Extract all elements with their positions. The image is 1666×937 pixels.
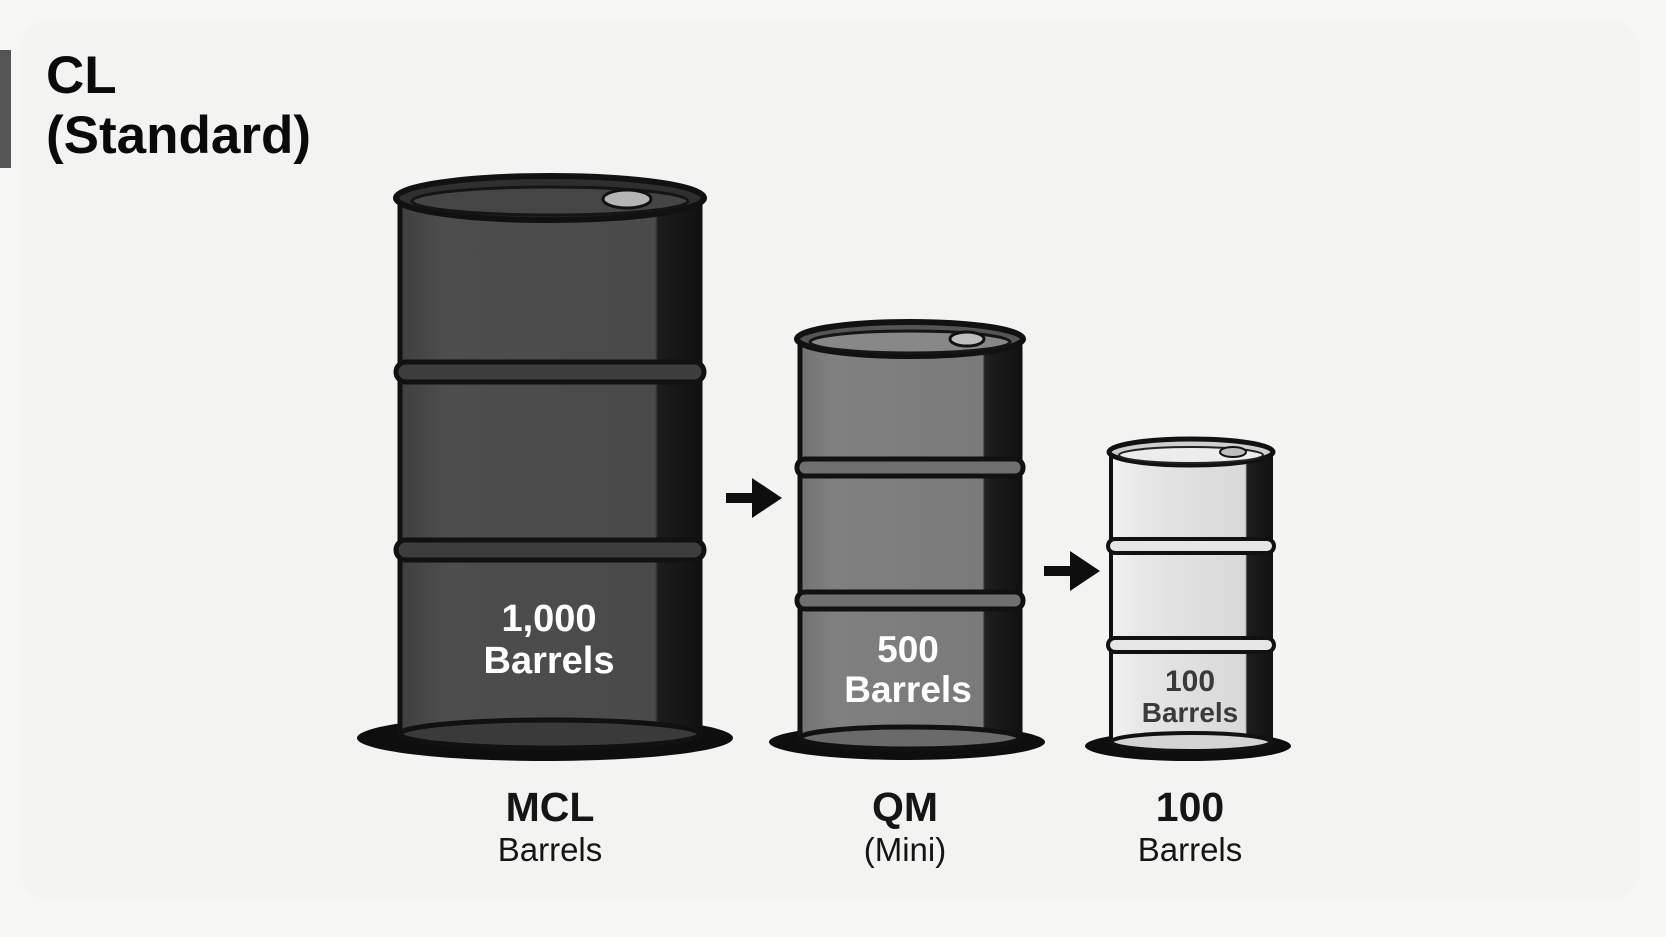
caption-small: 100 Barrels: [1060, 784, 1320, 870]
title-line-2: (Standard): [46, 106, 311, 165]
caption-medium-sub: (Mini): [863, 831, 947, 868]
barrel-small: 100 Barrels: [1085, 436, 1291, 761]
caption-medium: QM (Mini): [775, 784, 1035, 870]
barrel-large: 1,000 Barrels: [357, 173, 733, 761]
barrel-medium-bottom-rim: [797, 724, 1023, 752]
barrel-medium: 500 Barrels: [769, 319, 1045, 760]
page-title: CL (Standard): [46, 46, 311, 166]
caption-small-sub: Barrels: [1137, 831, 1243, 868]
barrel-medium-bung-icon: [948, 330, 986, 348]
barrel-large-bottom-rim: [397, 717, 703, 751]
barrel-large-qty: 1,000: [501, 598, 596, 640]
barrel-small-unit: Barrels: [1142, 697, 1239, 728]
barrel-small-hoop-1: [1106, 537, 1276, 555]
barrel-large-unit: Barrels: [484, 640, 615, 682]
caption-medium-main: QM: [871, 784, 939, 830]
barrel-small-qty: 100: [1165, 665, 1215, 698]
caption-large-sub: Barrels: [497, 831, 603, 868]
barrel-large-bung-icon: [601, 188, 653, 210]
barrel-medium-unit: Barrels: [844, 669, 972, 710]
title-accent-bar: [0, 50, 11, 168]
barrel-small-bung-icon: [1219, 446, 1247, 458]
caption-small-main: 100: [1155, 784, 1225, 830]
caption-large: MCL Barrels: [420, 784, 680, 870]
barrel-small-bottom-rim: [1109, 731, 1273, 753]
barrel-medium-hoop-1: [794, 456, 1026, 479]
title-line-1: CL: [46, 46, 117, 105]
barrel-large-hoop-1: [393, 359, 707, 385]
arrow-right-icon: [1044, 551, 1100, 591]
barrel-medium-hoop-2: [794, 589, 1026, 612]
barrel-small-hoop-2: [1106, 636, 1276, 654]
arrow-right-icon: [726, 478, 782, 518]
caption-large-main: MCL: [505, 784, 595, 830]
barrel-medium-qty: 500: [877, 629, 939, 670]
barrel-large-hoop-2: [393, 537, 707, 563]
